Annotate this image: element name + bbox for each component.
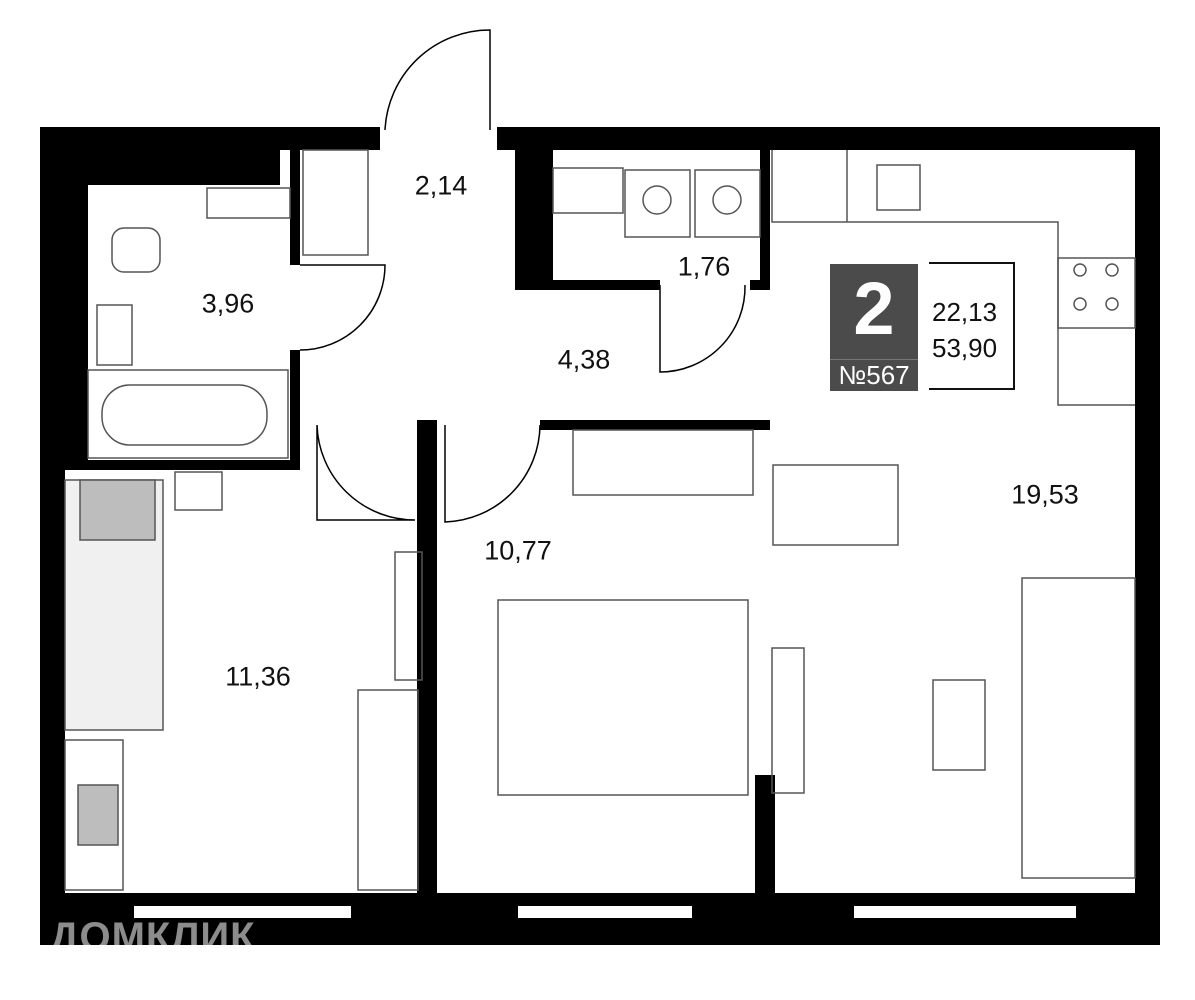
room-area-living-kitchen: 19,53 — [1011, 479, 1079, 510]
watermark-logo: ДОМКЛИК — [50, 915, 256, 959]
room-area-bathroom: 3,96 — [201, 288, 255, 319]
total-area: 53,90 — [932, 333, 998, 363]
walls — [40, 127, 1160, 945]
doors — [299, 29, 746, 523]
room-area-corridor: 4,38 — [557, 344, 611, 375]
windows — [132, 904, 1078, 920]
furniture — [64, 149, 1136, 891]
room-area-laundry: 1,76 — [677, 251, 731, 282]
room-area-bedroom-middle: 10,77 — [484, 535, 552, 566]
room-count: 2 — [830, 264, 918, 360]
living-area: 22,13 — [932, 297, 998, 327]
apartment-badge: 2 №567 — [830, 264, 918, 391]
apartment-number: №567 — [838, 360, 910, 390]
area-summary: 22,13 53,90 — [929, 262, 1015, 390]
room-area-hall-closet: 2,14 — [414, 170, 468, 201]
room-area-bedroom-left: 11,36 — [225, 661, 291, 692]
